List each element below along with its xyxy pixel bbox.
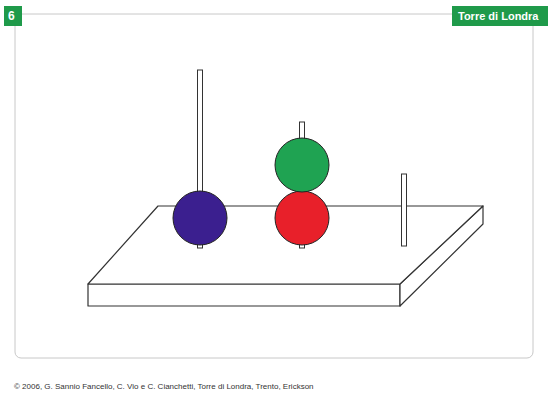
red-ball [275, 191, 329, 245]
board-front [88, 284, 400, 306]
title-tab [452, 6, 548, 26]
card-frame [15, 14, 533, 358]
page-number: 6 [8, 8, 15, 24]
green-ball [275, 138, 329, 192]
pegs [198, 70, 407, 248]
blue-ball [173, 191, 227, 245]
peg [402, 174, 407, 246]
title-tab-text: Torre di Londra [458, 9, 538, 23]
copyright-note: © 2006, G. Sannio Fancello, C. Vio e C. … [14, 382, 314, 392]
page-tab [4, 6, 22, 26]
